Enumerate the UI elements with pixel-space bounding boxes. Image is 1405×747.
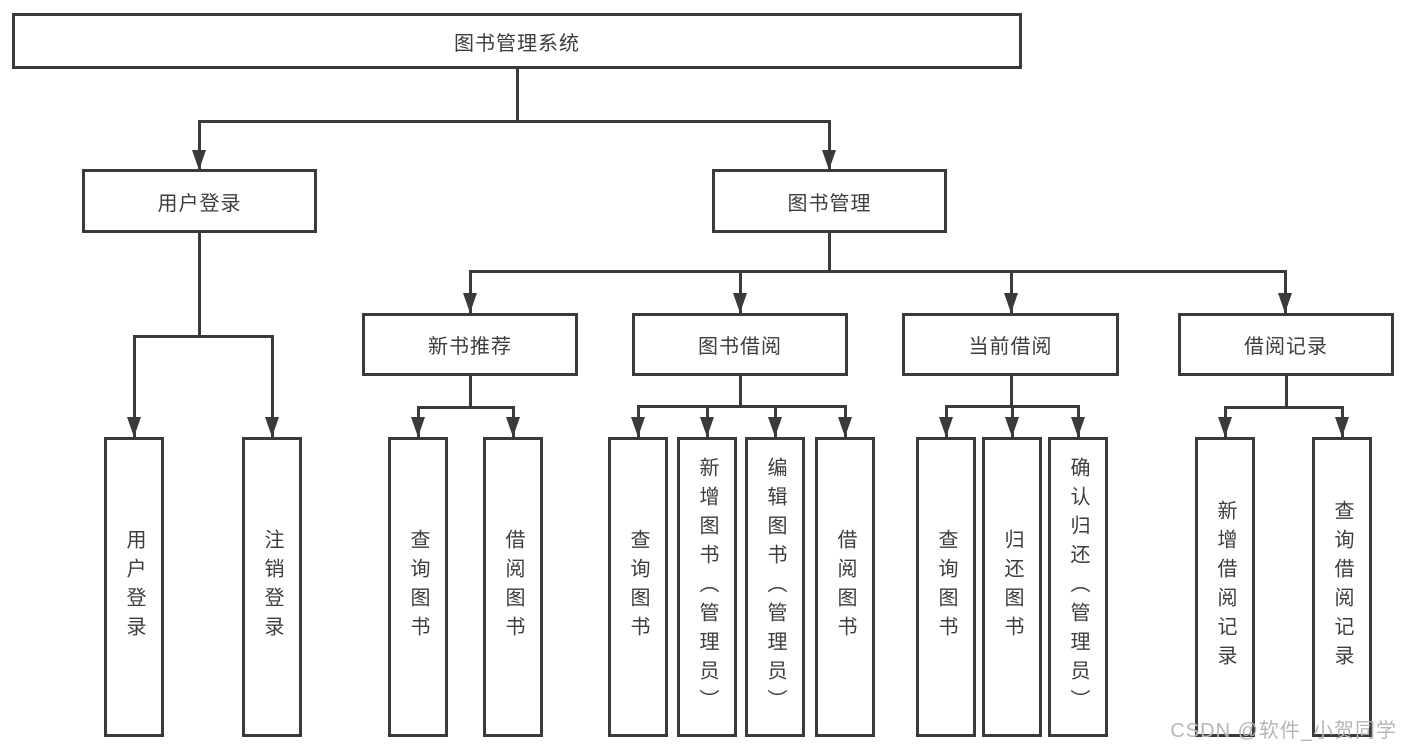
arrowhead-user-login [192,150,206,170]
edge-root-stem [516,69,519,121]
arrowhead-new-book-rec [463,293,477,313]
arrowhead-bb-borrow [838,417,852,437]
edge-drop-book-borrow [739,270,742,313]
arrowhead-book-borrow [733,293,747,313]
node-leaf-br-query-record: 查询借阅记录 [1312,437,1372,737]
arrowhead-leaf-logout [265,417,279,437]
node-leaf-bb-borrow-books: 借阅图书 [815,437,875,737]
edge-drop-leaf-user-login [133,335,136,437]
leaf-label: 新增图书（管理员） [696,456,718,718]
node-current-borrowing: 当前借阅 [902,313,1119,376]
leaf-label: 查询图书 [407,529,429,645]
edge-drop-new-book-rec [469,270,472,313]
arrowhead-book-mgmt [822,150,836,170]
node-borrowing-records: 借阅记录 [1178,313,1394,376]
arrowhead-nbr-borrow [506,417,520,437]
arrowhead-cb-confirm [1071,417,1085,437]
edge-bookmgmt-split [469,270,1286,273]
arrowhead-nbr-query [411,417,425,437]
edge-br-split [1224,406,1343,409]
node-leaf-cb-return-books: 归还图书 [982,437,1042,737]
leaf-label: 用户登录 [123,529,145,645]
leaf-label: 新增借阅记录 [1214,500,1236,674]
edge-drop-current-borrow [1010,270,1013,313]
node-leaf-bb-query-books: 查询图书 [608,437,668,737]
edge-cb-stem [1010,376,1013,406]
edge-nbr-stem [469,376,472,407]
node-leaf-user-login: 用户登录 [104,437,164,737]
edge-userlogin-split [133,335,273,338]
node-leaf-bb-add-books-admin: 新增图书（管理员） [677,437,737,737]
node-book-borrowing: 图书借阅 [632,313,848,376]
edge-nbr-split [417,406,514,409]
leaf-label: 查询图书 [627,529,649,645]
arrowhead-bb-query [631,417,645,437]
arrowhead-leaf-user-login [127,417,141,437]
node-leaf-nbr-query-books: 查询图书 [388,437,448,737]
arrowhead-current-borrow [1004,293,1018,313]
node-user-login: 用户登录 [82,169,317,233]
leaf-label: 借阅图书 [834,529,856,645]
arrowhead-br-add [1218,417,1232,437]
arrowhead-cb-query [939,417,953,437]
leaf-label: 查询图书 [935,529,957,645]
leaf-label: 借阅图书 [502,529,524,645]
node-new-book-recommendation: 新书推荐 [362,313,578,376]
edge-drop-borrow-records [1284,270,1287,313]
arrowhead-bb-edit [768,417,782,437]
node-leaf-bb-edit-books-admin: 编辑图书（管理员） [745,437,805,737]
edge-drop-book-mgmt [828,120,831,169]
node-leaf-logout: 注销登录 [242,437,302,737]
csdn-watermark: CSDN @软件_小贺同学 [1170,720,1397,742]
arrowhead-cb-return [1005,417,1019,437]
edge-drop-leaf-logout [271,335,274,437]
node-leaf-nbr-borrow-books: 借阅图书 [483,437,543,737]
arrowhead-br-query [1335,417,1349,437]
node-leaf-cb-confirm-return-admin: 确认归还（管理员） [1048,437,1108,737]
node-leaf-cb-query-books: 查询图书 [916,437,976,737]
arrowhead-borrow-records [1278,293,1292,313]
leaf-label: 编辑图书（管理员） [764,456,786,718]
leaf-label: 查询借阅记录 [1331,500,1353,674]
leaf-label: 注销登录 [261,529,283,645]
edge-bookmgmt-stem [828,233,831,271]
edge-br-stem [1285,376,1288,407]
edge-userlogin-stem [198,233,201,336]
node-book-management: 图书管理 [712,169,947,233]
node-leaf-br-add-record: 新增借阅记录 [1195,437,1255,737]
leaf-label: 确认归还（管理员） [1067,456,1089,718]
edge-bb-stem [739,376,742,406]
leaf-label: 归还图书 [1001,529,1023,645]
arrowhead-bb-add [700,417,714,437]
edge-root-split [198,120,830,123]
node-library-management-system: 图书管理系统 [12,13,1022,69]
edge-drop-user-login [198,120,201,169]
edge-bb-split [637,405,846,408]
